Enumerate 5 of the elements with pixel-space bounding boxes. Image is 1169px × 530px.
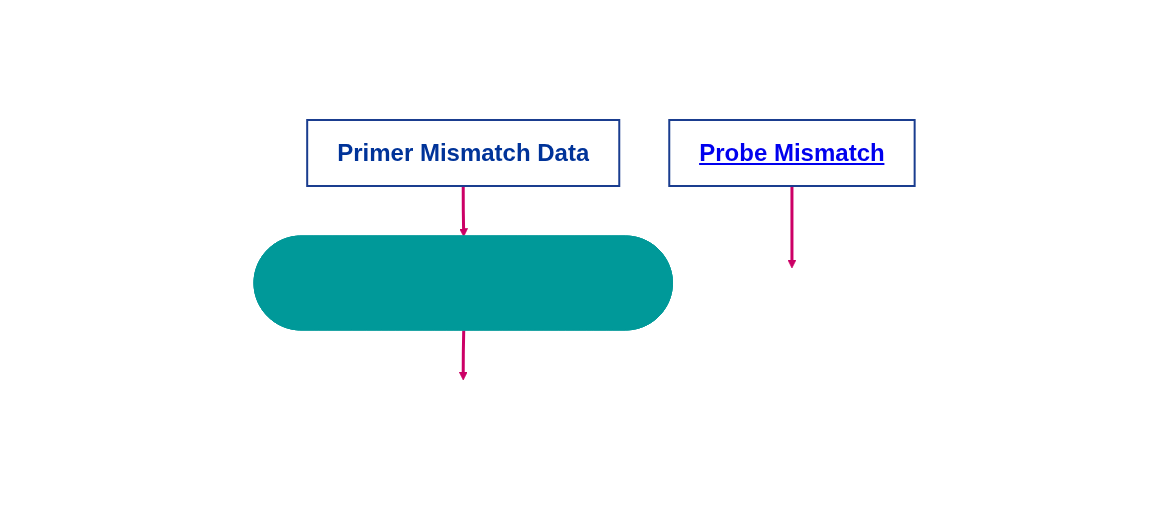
arrow xyxy=(787,186,797,269)
node-box: Primer Mismatch Data xyxy=(306,119,621,187)
arrow xyxy=(459,330,468,381)
arrow xyxy=(459,186,469,237)
node-box: Probe Mismatch xyxy=(668,119,916,187)
